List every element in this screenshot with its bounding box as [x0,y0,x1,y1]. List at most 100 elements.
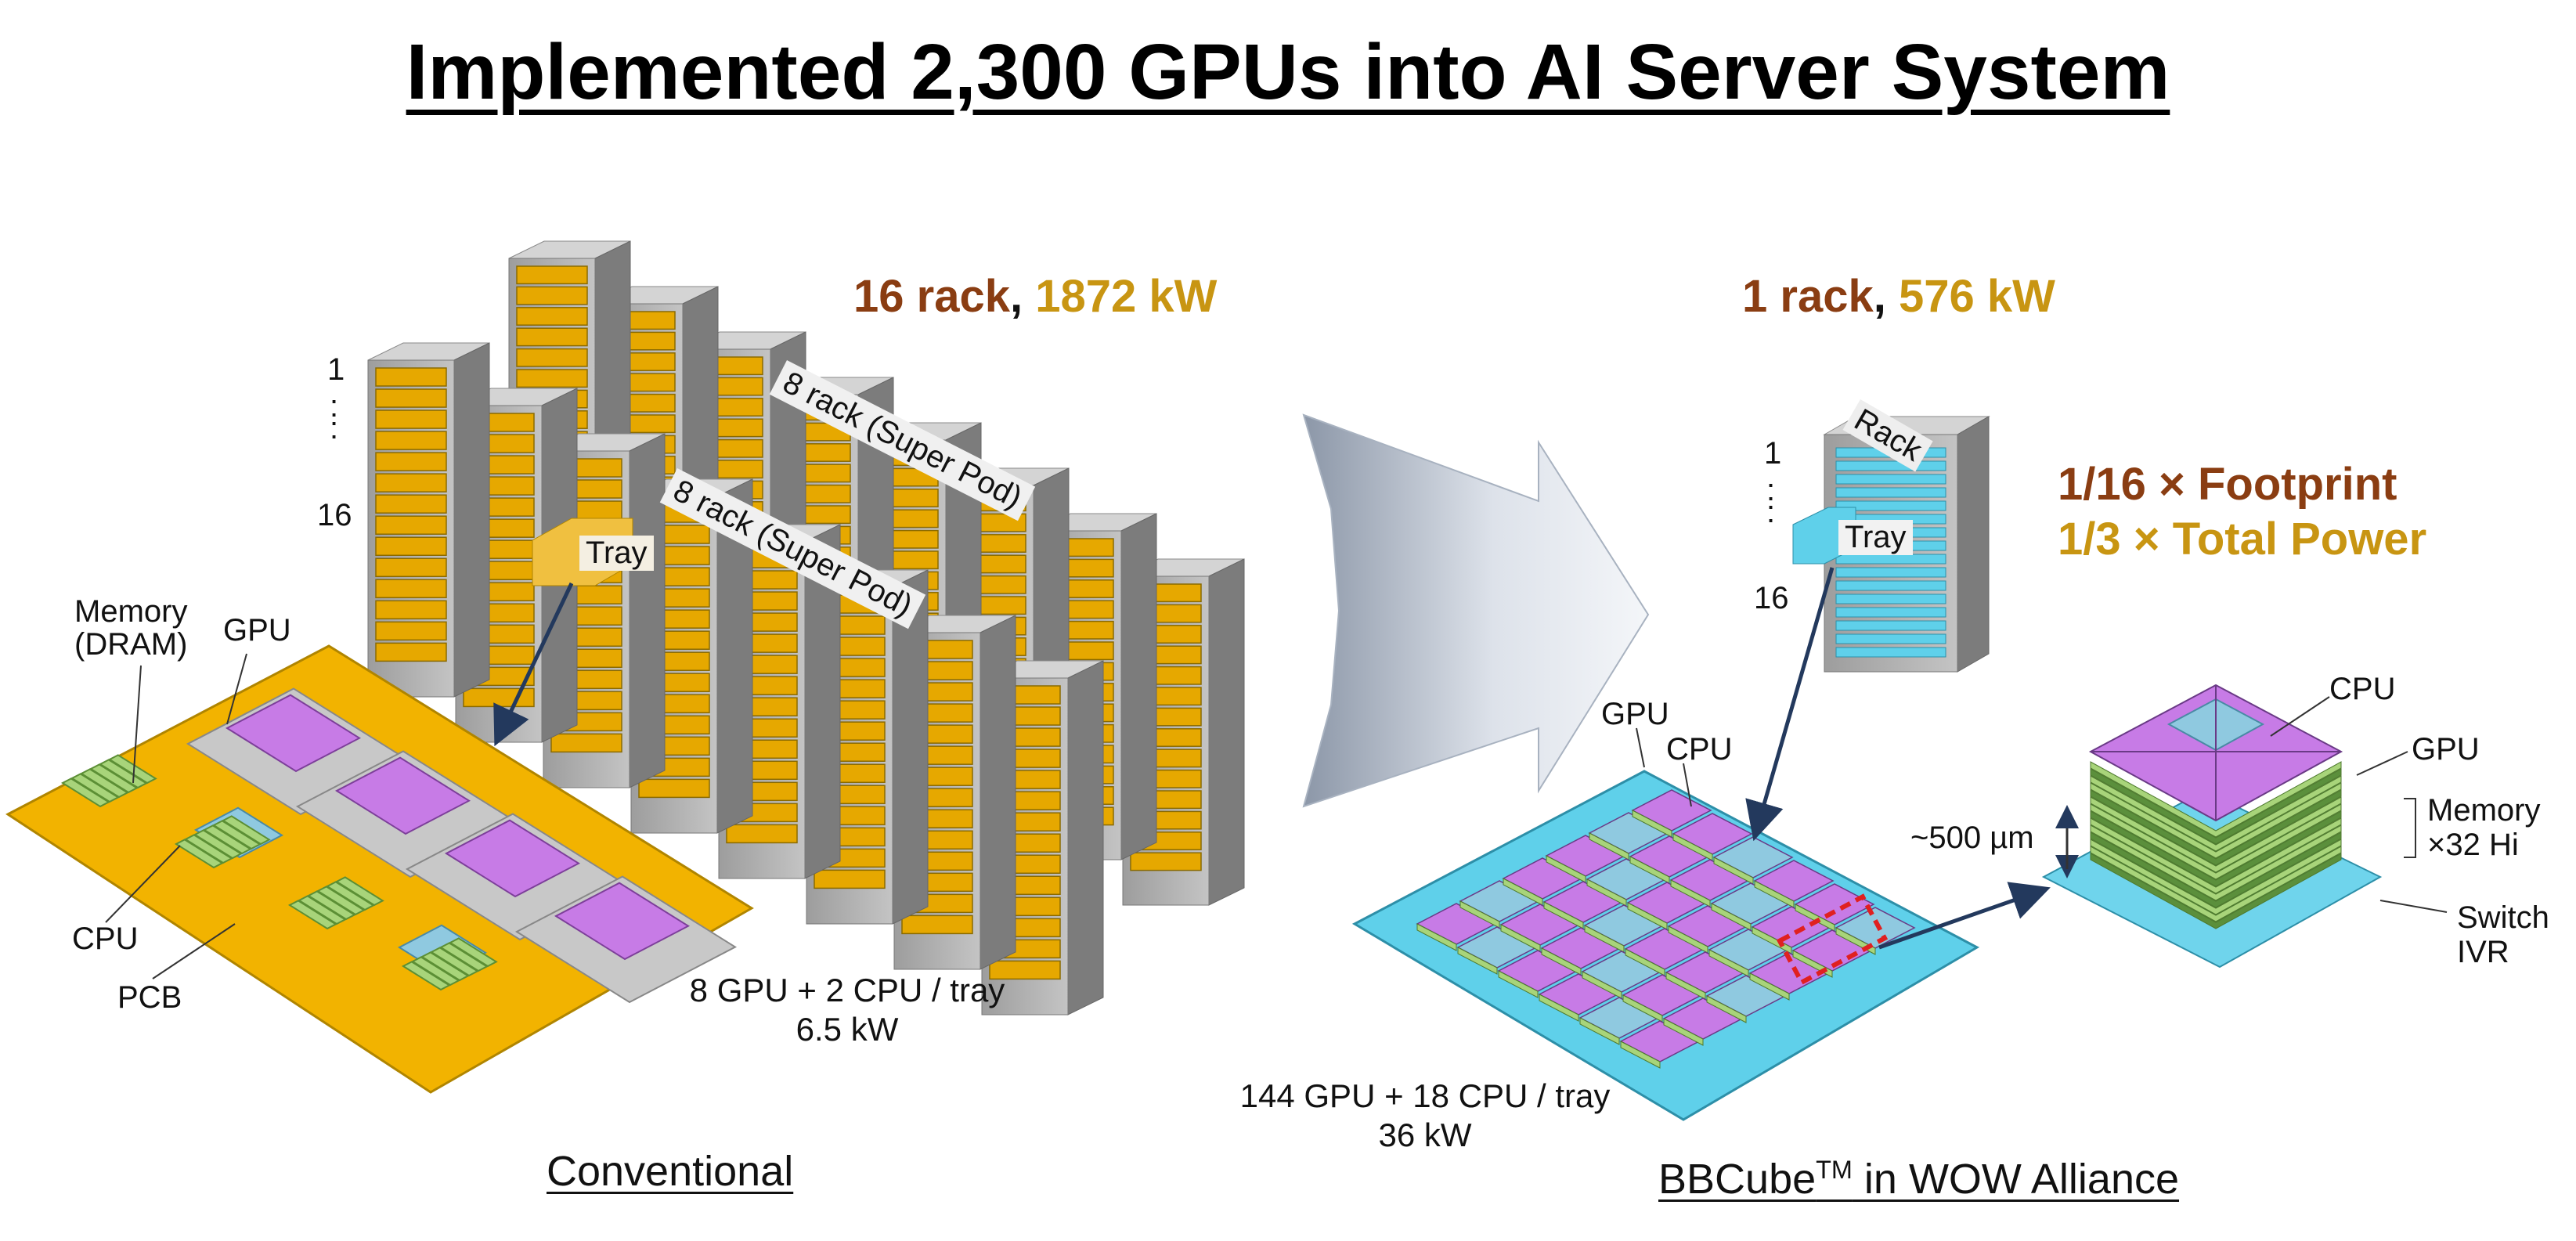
pcb-board [5,644,754,1094]
bb-tray-pointer [1745,567,1835,842]
front-rack-1-slot [375,409,447,429]
footprint-ratio: 1/16 × Footprint [2058,459,2397,510]
front-rack-1-slot [375,367,447,387]
bb-chip-side [1663,1018,1704,1046]
gpu-chip-3 [444,819,581,898]
front-rack-3 [543,433,666,788]
bb-rack-index-dots: : : [1766,473,1776,529]
dram-stick [334,876,384,907]
back-rack-1-slot [516,369,588,388]
bb-rack-slot [1835,647,1946,658]
conv-memory-label: Memory(DRAM) [74,594,188,662]
bb-rack-slot [1835,554,1946,565]
bb-chip-side [1498,970,1539,998]
bb-chip-side [1620,1041,1661,1069]
cube-memory-bracket [2404,798,2416,858]
cube-layer [2090,789,2342,866]
bb-rack-slot [1835,633,1946,644]
front-rack-5-slot [726,824,798,844]
front-rack-6-slot [814,869,886,889]
front-rack-8-side [1067,660,1104,1016]
front-rack-3-slot [550,733,622,753]
back-rack-8-slot [1130,852,1202,871]
back-rack-1-slot [516,307,588,326]
bb-rack-slot [1835,567,1946,578]
bb-chip-side [1457,947,1498,975]
bbcube-headline: 1 rack, 576 kW [1742,271,2055,322]
bb-chip-side [1416,923,1457,951]
cube-layer [2090,768,2342,845]
front-rack-1-slot [375,557,447,578]
back-rack-1-slot [516,327,588,347]
bb-rack-slot [1835,607,1946,618]
cube-memory-label: Memory×32 Hi [2427,793,2541,862]
front-rack-2-slot [463,687,535,708]
cube-layer [2090,839,2342,915]
front-rack-1-slot [375,536,447,557]
front-rack-1-slot [375,388,447,408]
cube-layer [2090,846,2342,922]
front-rack-4-slot [638,778,710,799]
conv-tray-label: Tray [579,536,654,571]
cube-gpu-label: GPU [2412,732,2480,767]
front-rack-1-slot [375,642,447,662]
cube-layer [2090,817,2342,894]
bb-highlight [1776,893,1889,986]
bb-cpu-label: CPU [1666,732,1733,767]
bb-rack-slot [1835,487,1946,498]
back-rack-1-slot [516,286,588,305]
bb-rack-index-top: 1 [1764,436,1782,471]
cube-layer [2090,761,2342,838]
cube-layer [2090,796,2342,873]
cube-switch-pointer [2379,900,2448,913]
bb-cpu-pointer [1683,763,1692,807]
conv-rack-index-dots: : : [330,389,339,446]
dram-stick [221,815,271,846]
cube-height-label: ~500 µm [1910,821,2034,855]
front-rack-1-slot [375,494,447,514]
front-rack-1-slot [375,473,447,492]
conv-rack-index-top: 1 [327,352,345,387]
big-arrow-shape [1302,413,1650,808]
back-rack-1-slot [516,348,588,367]
conv-gpu-label: GPU [223,613,291,648]
gpu-chip-1 [225,694,362,773]
front-rack-1-slot [375,452,447,471]
front-rack-1-slot [375,431,447,450]
bb-gpu-label: GPU [1601,697,1669,731]
bb-rack-slot [1835,580,1946,591]
bb-tray-label: Tray [1838,520,1913,555]
front-rack-1-slot [375,600,447,620]
cube-zoom-pointer [1878,882,2051,950]
conventional-headline: 16 rack, 1872 kW [853,271,1218,322]
cube-layer [2090,832,2342,908]
cube-gpu-pointer [2356,751,2408,776]
conventional-tray-board [5,644,754,1094]
bb-rack-slot [1835,500,1946,511]
conv-cpu-label: CPU [72,922,139,956]
conv-pcb-label: PCB [117,980,182,1015]
back-rack-8-side [1208,558,1245,906]
conv-tray-pointer [493,582,574,747]
cube-layer [2090,853,2342,929]
cpu-pointer [105,845,181,923]
dram-stick [448,937,498,968]
cube-cpu-pointer [2270,696,2330,737]
cube-layer [2090,782,2342,859]
power-ratio: 1/3 × Total Power [2058,514,2427,565]
bbcube-caption: BBCubeTM in WOW Alliance [1658,1156,2180,1203]
pointer-lines [105,567,2448,979]
bbcube-stack [2041,684,2383,969]
conv-rack-index-bottom: 16 [317,498,352,532]
cube-layer [2090,810,2342,887]
super-pod-front-row [367,342,1104,1016]
bb-chip-side [1579,1017,1620,1045]
front-rack-3-side [629,433,666,788]
bb-chip-side [1749,972,1790,1001]
bb-rack-slot [1835,620,1946,631]
gpu-pointer [226,653,247,725]
